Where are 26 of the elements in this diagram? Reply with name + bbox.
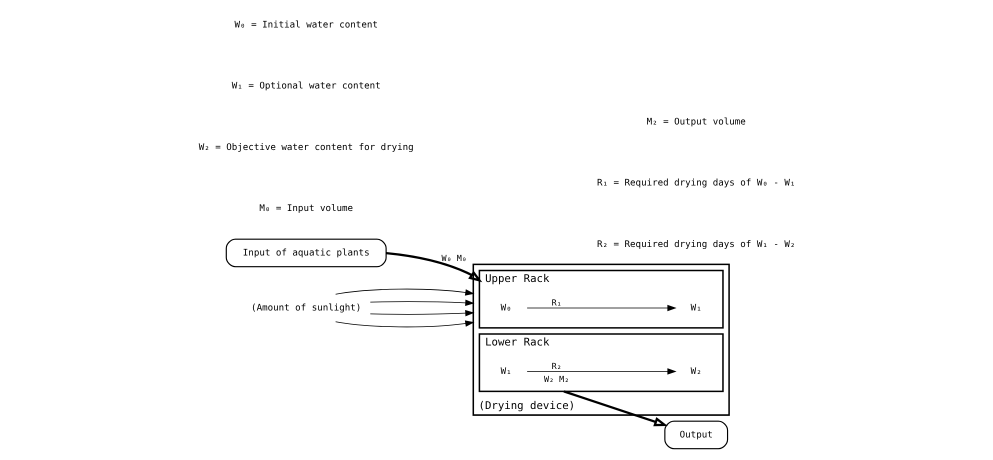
label: W₀ = Initial water content bbox=[234, 19, 378, 30]
edge-label: R₂ bbox=[551, 361, 562, 372]
node-text: W₂ bbox=[690, 366, 702, 377]
node-box: Input of aquatic plants bbox=[225, 238, 386, 268]
arrow bbox=[369, 310, 474, 316]
arrow bbox=[369, 300, 474, 306]
label: W₁ = Optional water content bbox=[231, 80, 380, 92]
arrow bbox=[526, 304, 676, 312]
arrow bbox=[562, 390, 668, 426]
node-text: W₁ bbox=[500, 366, 512, 377]
arrow bbox=[334, 288, 474, 296]
arrow bbox=[334, 320, 474, 328]
node-text: (Amount of sunlight) bbox=[250, 302, 361, 314]
node-box: Output bbox=[664, 420, 728, 450]
label: M₀ = Input volume bbox=[258, 202, 353, 214]
edge-label: R₁ bbox=[551, 298, 562, 308]
node-text: W₀ bbox=[500, 302, 512, 314]
arrow bbox=[386, 252, 482, 282]
label: R₁ = Required drying days of W₀ - W₁ bbox=[596, 178, 795, 189]
label: R₂ = Required drying days of W₁ - W₂ bbox=[596, 238, 795, 250]
label: W₂ = Objective water content for drying bbox=[198, 142, 414, 153]
label: M₂ = Output volume bbox=[646, 116, 746, 128]
edge-label: W₀ M₀ bbox=[441, 253, 466, 264]
node-text: W₁ bbox=[690, 302, 702, 314]
arrow bbox=[526, 368, 676, 375]
edge-label: W₂ M₂ bbox=[543, 374, 569, 384]
